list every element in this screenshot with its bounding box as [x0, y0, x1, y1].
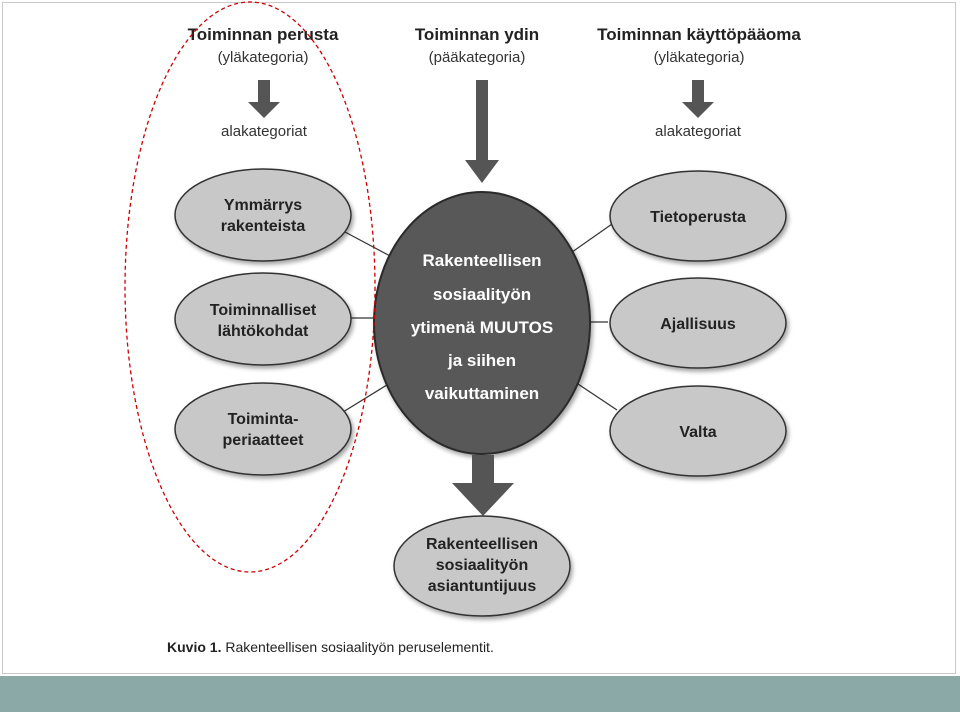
figure-caption: Kuvio 1. Rakenteellisen sosiaalityön per…	[167, 639, 494, 655]
left-node-2-line-2: lähtökohdat	[218, 323, 309, 340]
center-node-line-5: vaikuttaminen	[425, 384, 539, 403]
arrow-left-down	[248, 80, 280, 118]
right-node-1-label: Tietoperusta	[650, 209, 746, 226]
slide-frame	[2, 2, 956, 674]
caption-text: Rakenteellisen sosiaalityön peruselement…	[221, 639, 494, 655]
arrow-center-down	[465, 80, 499, 183]
left-node-2: Toiminnalliset lähtökohdat	[174, 272, 352, 366]
bottom-node-line-2: sosiaalityön	[436, 557, 528, 574]
bottom-node: Rakenteellisen sosiaalityön asiantuntiju…	[393, 515, 571, 617]
right-node-2: Ajallisuus	[609, 277, 787, 369]
left-subcategories-label: alakategoriat	[221, 123, 308, 140]
right-node-1: Tietoperusta	[609, 170, 787, 262]
left-node-3-line-2: periaatteet	[223, 432, 305, 449]
right-node-2-label: Ajallisuus	[660, 316, 736, 333]
center-node-line-4: ja siihen	[447, 351, 516, 370]
right-subcategories-label: alakategoriat	[655, 123, 742, 140]
bottom-bar	[0, 676, 960, 712]
caption-label: Kuvio 1.	[167, 639, 222, 655]
center-node-line-1: Rakenteellisen	[422, 251, 541, 270]
header-right-subtitle: (yläkategoria)	[654, 49, 745, 66]
left-node-1: Ymmärrys rakenteista	[174, 168, 352, 262]
header-center-subtitle: (pääkategoria)	[429, 49, 526, 66]
bottom-node-line-3: asiantuntijuus	[428, 578, 537, 595]
center-node-line-3: ytimenä MUUTOS	[411, 318, 553, 337]
center-node: Rakenteellisen sosiaalityön ytimenä MUUT…	[373, 191, 591, 455]
header-left-subtitle: (yläkategoria)	[218, 49, 309, 66]
center-node-line-2: sosiaalityön	[433, 285, 531, 304]
arrow-bottom-down	[452, 455, 514, 516]
left-node-2-line-1: Toiminnalliset	[210, 302, 317, 319]
highlight-ellipse	[124, 1, 376, 573]
left-node-1-line-1: Ymmärrys	[224, 197, 302, 214]
header-left-title: Toiminnan perusta	[188, 25, 339, 44]
right-node-3: Valta	[609, 385, 787, 477]
left-node-3-line-1: Toiminta-	[228, 411, 299, 428]
header-center-title: Toiminnan ydin	[415, 25, 539, 44]
left-node-1-line-2: rakenteista	[221, 218, 306, 235]
arrow-right-down	[682, 80, 714, 118]
right-node-3-label: Valta	[679, 424, 716, 441]
header-right-title: Toiminnan käyttöpääoma	[597, 25, 801, 44]
left-node-3: Toiminta- periaatteet	[174, 382, 352, 476]
bottom-node-line-1: Rakenteellisen	[426, 536, 538, 553]
